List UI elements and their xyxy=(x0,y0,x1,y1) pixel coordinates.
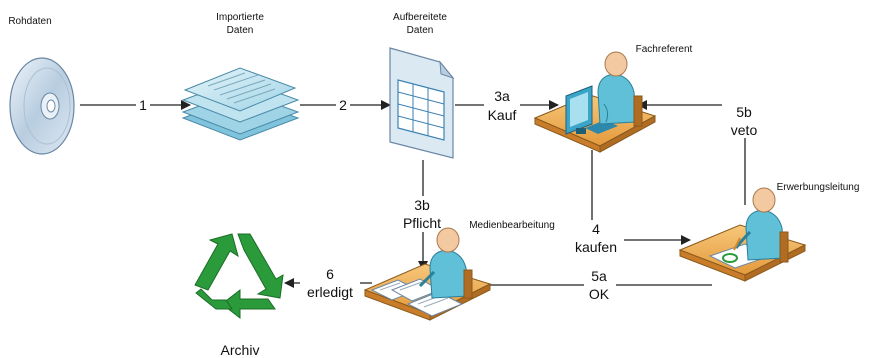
edge-3b-text: Pflicht xyxy=(403,215,441,231)
spreadsheet-document-icon xyxy=(389,47,455,159)
edge-4-number: 4 xyxy=(592,221,600,237)
cd-disc-icon xyxy=(9,57,75,155)
erwerbungsleitung-label: Erwerbungsleitung xyxy=(777,182,860,193)
edge-labels: 1 2 3a Kauf 5b veto 3b Pflicht 4 kaufen … xyxy=(136,88,768,304)
edge-1-label: 1 xyxy=(139,97,147,113)
aufbereitete-label-line1: Aufbereitete xyxy=(393,12,447,23)
edge-3a-number: 3a xyxy=(494,88,510,104)
archiv-node: Archiv xyxy=(194,233,284,358)
edge-3a-text: Kauf xyxy=(488,107,517,123)
edge-6-text: erledigt xyxy=(307,284,353,300)
importierte-label-line2: Daten xyxy=(227,25,254,36)
person-signing-icon xyxy=(678,187,807,282)
recycle-icon xyxy=(194,233,284,320)
edge-6-number: 6 xyxy=(326,266,334,282)
rohdaten-label: Rohdaten xyxy=(8,16,51,27)
aufbereitete-daten-node: Aufbereitete Daten xyxy=(389,12,455,159)
fachreferent-node: Fachreferent xyxy=(533,44,693,153)
importierte-label-line1: Importierte xyxy=(216,12,264,23)
archiv-label: Archiv xyxy=(221,342,260,358)
rohdaten-node: Rohdaten xyxy=(8,16,75,155)
edge-4-text: kaufen xyxy=(575,239,617,255)
importierte-daten-node: Importierte Daten xyxy=(181,12,300,141)
person-with-documents-icon xyxy=(363,227,492,321)
fachreferent-label: Fachreferent xyxy=(636,44,693,55)
edge-5b-text: veto xyxy=(731,122,758,138)
medienbearbeitung-node: Medienbearbeitung xyxy=(363,220,555,321)
document-stack-icon xyxy=(181,67,300,141)
person-at-computer-icon xyxy=(533,51,657,153)
edge-5a-text: OK xyxy=(589,286,610,302)
edge-3b-number: 3b xyxy=(414,197,430,213)
aufbereitete-label-line2: Daten xyxy=(407,25,434,36)
edge-5b-number: 5b xyxy=(736,104,752,120)
erwerbungsleitung-node: Erwerbungsleitung xyxy=(678,182,860,282)
edge-2-label: 2 xyxy=(339,97,347,113)
edge-5a-number: 5a xyxy=(591,268,607,284)
medienbearbeitung-label: Medienbearbeitung xyxy=(469,220,555,231)
